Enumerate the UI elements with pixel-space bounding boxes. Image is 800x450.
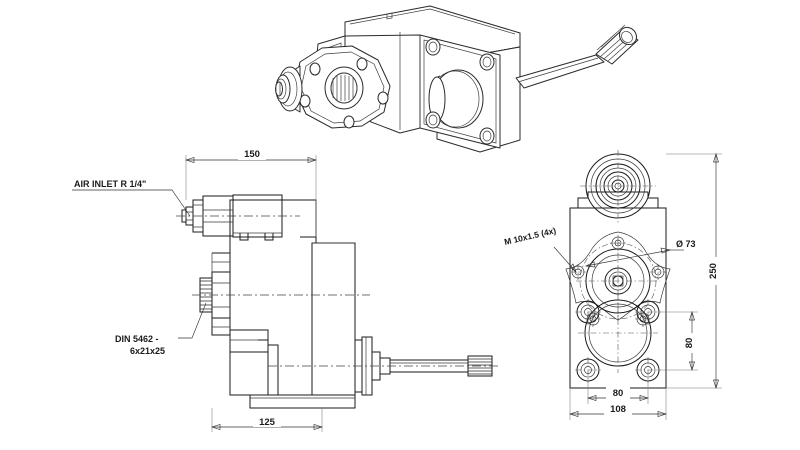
dim-250: 250 <box>666 152 724 390</box>
iso-flange-corner-bolts <box>425 38 495 145</box>
side-output-shaft <box>389 355 493 377</box>
isometric-view <box>275 5 639 153</box>
dim-80-horizontal-label: 80 <box>613 388 624 399</box>
front-mounting-bosses <box>575 299 661 383</box>
side-elevation-view: 150 125 AIR INLET R 1/4" DIN 5462 - 6x21… <box>72 147 500 432</box>
dim-250-label: 250 <box>708 263 719 279</box>
din-label-line2: 6x21x25 <box>130 346 165 356</box>
thread-label: M 10x1.5 (4x) <box>503 225 557 247</box>
dim-150-label: 150 <box>244 149 260 160</box>
iso-output-spline <box>595 24 639 65</box>
air-inlet-label: AIR INLET R 1/4" <box>74 179 146 189</box>
air-inlet-fitting <box>181 195 234 237</box>
din-label-line1: DIN 5462 - <box>115 334 159 344</box>
iso-input-coupling <box>275 65 303 113</box>
dim-80-vertical-label: 80 <box>684 338 695 349</box>
bore-dia-label: Ø 73 <box>676 239 696 249</box>
dim-80-horizontal: 80 <box>586 381 650 404</box>
dim-150: 150 <box>184 147 318 237</box>
dim-125: 125 <box>210 408 324 432</box>
iso-splined-hub <box>324 66 364 110</box>
dim-125-label: 125 <box>259 417 276 428</box>
dim-108-label: 108 <box>610 404 626 415</box>
front-output-bore <box>578 294 658 373</box>
annotation-bore-dia: Ø 73 <box>584 239 696 268</box>
front-top-boss <box>580 150 656 224</box>
dim-108: 108 <box>568 388 668 420</box>
dim-80-vertical: 80 <box>659 310 700 372</box>
front-elevation-view: M 10x1.5 (4x) Ø 73 250 <box>503 150 724 420</box>
annotation-din-spline: DIN 5462 - 6x21x25 <box>115 302 207 356</box>
annotation-thread: M 10x1.5 (4x) <box>503 225 577 274</box>
annotation-air-inlet: AIR INLET R 1/4" <box>72 179 191 217</box>
iso-output-shaft <box>515 54 605 89</box>
